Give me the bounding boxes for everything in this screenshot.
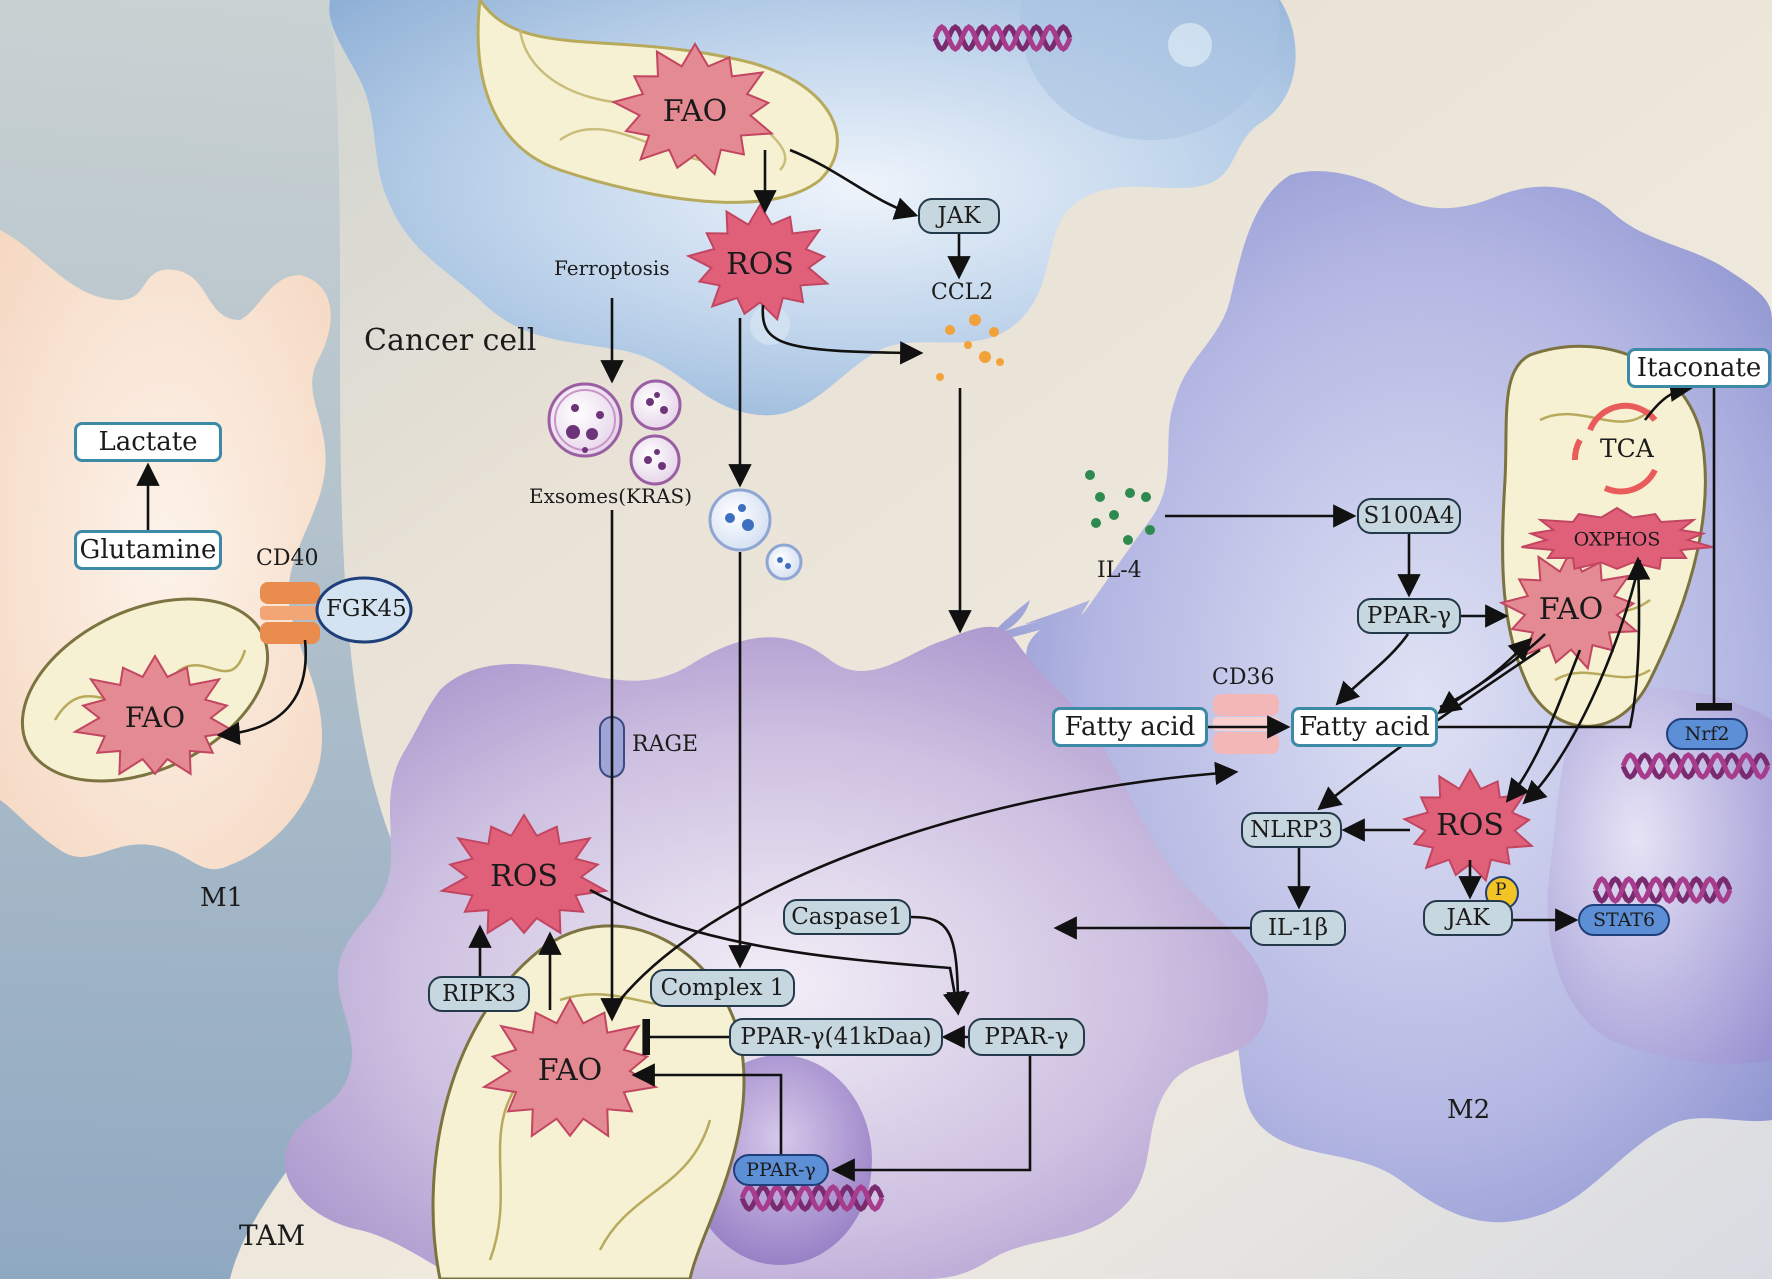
tam-fao-star [481,996,659,1138]
fgk45-label: FGK45 [326,596,407,622]
arrow-ros-ppar [589,888,966,1016]
tam-nuclear-ppar-box: PPAR-γ [733,1154,829,1186]
cancer-ros-label: ROS [726,247,794,282]
s100a4-box: S100A4 [1357,498,1461,534]
phospho-label: P [1495,880,1507,900]
m1-label: M1 [200,883,244,913]
rage-label: RAGE [632,732,699,757]
cancer-cell-label: Cancer cell [364,323,537,358]
arrow-oxphos-ros [1522,559,1642,805]
exosome-vesicles [547,379,682,486]
cd40-label: CD40 [256,546,319,571]
arrow-fao-ros-m2a [1505,649,1582,803]
arrow-fattyacid-oxphos [1438,556,1651,729]
m1-fao-label: FAO [124,701,186,734]
nlrp3-box: NLRP3 [1241,812,1342,848]
m2-ros-label: ROS [1436,808,1504,843]
cd36-receptor [1213,694,1279,754]
il4-particles [1085,470,1155,545]
dna-strand [739,1184,885,1212]
arrow-tam-fao-cd36 [619,761,1239,1001]
m2-nucleus [1547,687,1772,1064]
ccl2-particles [936,314,1004,381]
dna-m2-stat6 [1592,875,1733,905]
nrf2-box: Nrf2 [1666,718,1748,750]
fgk45-antibody [315,576,413,644]
fatty-acid-inside-box: Fatty acid [1291,707,1438,747]
m2-label: M2 [1447,1095,1491,1125]
cancer-nucleus [1020,0,1280,140]
arrow-fao-jak-cancer [789,148,919,220]
arrow-fao-fattyacid [1437,633,1546,715]
il1b-box: IL-1β [1250,910,1346,946]
tca-label: TCA [1600,434,1654,463]
cd40-receptor [260,582,320,644]
cancer-fao-label: FAO [662,94,728,129]
glutamine-box: Glutamine [74,530,222,570]
tam-ros-label: ROS [490,859,558,894]
complex1-box: Complex 1 [650,969,795,1007]
m1-fao-star [72,654,238,776]
tam-label: TAM [239,1219,306,1252]
m2-oxphos-label: OXPHOS [1573,528,1661,551]
ripk3-box: RIPK3 [428,976,530,1012]
cancer-jak-box: JAK [918,198,1000,234]
m2-fao-label: FAO [1538,592,1604,627]
m2-ppar-box: PPAR-γ [1357,598,1461,634]
ccl2-label: CCL2 [931,280,994,305]
dna-strand [1620,752,1771,780]
ppar-41kda-box: PPAR-γ(41kDaa) [729,1018,943,1056]
cancer-fao-star [610,42,775,177]
arrow-ros-ccl2 [761,304,924,365]
m2-oxphos-star [1521,506,1713,571]
blue-vesicles [708,488,803,581]
tam-ppar-box: PPAR-γ [968,1018,1085,1056]
ferroptosis-label: Ferroptosis [554,256,670,280]
m2-fao-star [1498,547,1640,671]
arrow-nucppar-fao [631,1063,783,1154]
arrow-ppar-fattyacid [1335,633,1410,706]
tam-ros-star [439,813,609,935]
dna-strand [932,23,1073,53]
lactate-box: Lactate [74,422,222,462]
stat6-box: STAT6 [1578,904,1670,936]
cd36-label: CD36 [1212,665,1275,690]
tam-fao-label: FAO [537,1053,603,1088]
dna-m2-nrf2 [1620,752,1771,780]
arrow-tca-itaconate [1643,378,1694,421]
arrow-caspase1-ppar [910,915,970,1016]
fatty-acid-outside-box: Fatty acid [1052,707,1208,747]
cancer-vesicle [750,305,790,345]
m2-jak-box: JAK [1423,900,1513,936]
dna-strand [1592,875,1733,905]
itaconate-box: Itaconate [1627,348,1771,388]
tca-cycle-arrows [1572,402,1658,495]
caspase1-box: Caspase1 [783,899,911,935]
arrow-fgk45-fao [216,639,307,746]
arrow-tam-ppar-nucleus [831,1056,1032,1182]
cancer-ros-star [685,203,830,322]
dna-cancer [932,23,1073,53]
exosomes-label: Exsomes(KRAS) [529,484,692,508]
cancer-vesicle [1168,23,1212,67]
dna-tam [739,1184,885,1212]
il4-label: IL-4 [1097,558,1142,583]
